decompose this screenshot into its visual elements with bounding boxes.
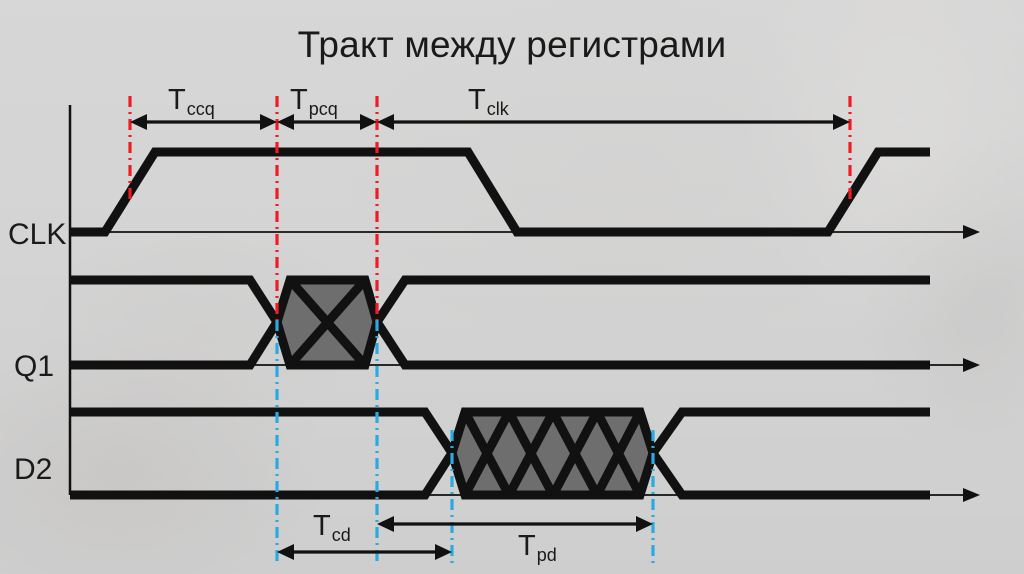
signal-label-q1: Q1 — [14, 350, 55, 383]
arrow-tccq — [130, 114, 277, 130]
signal-label-clk: CLK — [8, 218, 67, 251]
d2-cross-4b — [593, 409, 644, 498]
interval-label-tpcq-base: T — [290, 84, 308, 116]
interval-label-tpcq-sub: pcq — [308, 99, 338, 119]
interval-label-tclk-sub: clk — [486, 99, 509, 119]
interval-label-tpd: Tpd — [518, 530, 557, 565]
interval-label-tpd-base: T — [518, 530, 536, 562]
time-axis-arrow-q1 — [963, 358, 980, 372]
interval-label-tccq-sub: ccq — [186, 99, 215, 119]
time-axis-arrow-d2 — [963, 488, 980, 502]
waveform-d2 — [70, 407, 930, 500]
time-axis-arrow-clk — [963, 225, 980, 239]
q1-cross-b — [286, 277, 369, 368]
waveform-q1 — [70, 275, 930, 370]
interval-label-tccq: Tccq — [168, 84, 215, 119]
interval-label-tcd-base: T — [313, 510, 331, 542]
interval-label-tcd-sub: cd — [331, 525, 351, 545]
interval-label-tcd: Tcd — [313, 510, 351, 545]
arrow-tpd — [377, 516, 653, 532]
d2-cross-1b — [461, 409, 513, 498]
interval-label-tclk: Tclk — [468, 84, 509, 119]
arrow-tclk — [377, 114, 850, 130]
interval-label-tpd-sub: pd — [536, 545, 557, 565]
blue-marker-lines — [275, 320, 655, 566]
red-marker-lines — [128, 96, 852, 325]
interval-arrows-top — [130, 114, 850, 130]
interval-label-tccq-base: T — [168, 84, 186, 116]
clk-trace — [70, 147, 930, 237]
arrow-tpcq — [277, 114, 377, 130]
q1-lower-trace — [70, 311, 930, 370]
q1-upper-trace — [70, 275, 930, 333]
page-title: Тракт между регистрами — [297, 24, 727, 65]
d2-cross-3b — [549, 409, 601, 498]
d2-cross-2b — [505, 409, 557, 498]
arrow-tcd — [277, 544, 452, 560]
interval-arrows-bottom — [277, 516, 653, 560]
interval-label-tpcq: Tpcq — [290, 84, 338, 119]
signal-label-d2: D2 — [14, 453, 53, 486]
waveform-clk — [70, 147, 930, 237]
interval-label-tclk-base: T — [468, 84, 486, 116]
